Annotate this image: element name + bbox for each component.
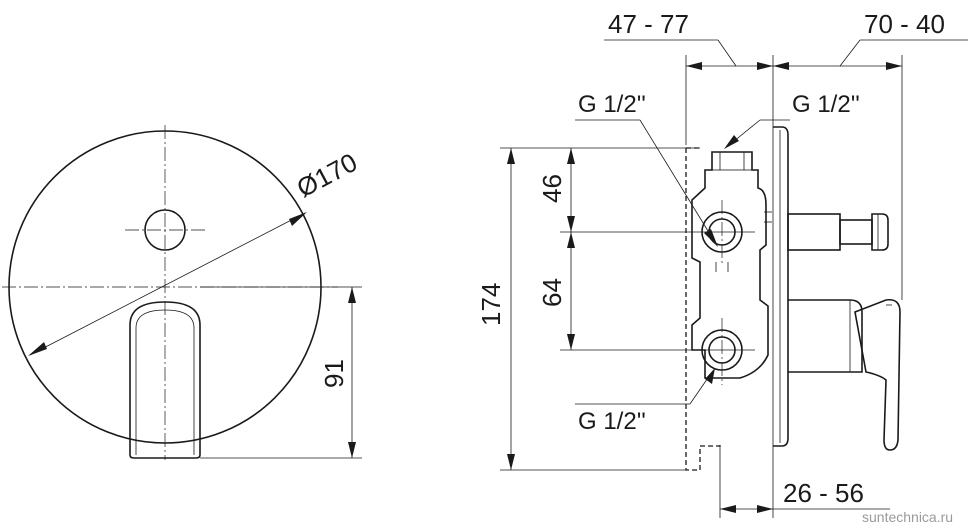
diverter-knob [144,209,186,251]
height-arrow-bottom [348,442,356,458]
valve-body [691,151,772,379]
diameter-arrow-right [289,212,307,226]
front-view: Ø170 91 [2,125,362,460]
height-arrow-top [348,287,356,303]
diameter-dimension-line [29,212,306,356]
depth-label-top-right: 70 - 40 [864,9,945,39]
height-label: 91 [319,359,349,388]
depth-label-top-left: 47 - 77 [608,9,689,39]
wall-box [685,147,721,471]
diameter-arrow-left [28,342,47,356]
diameter-label: Ø170 [292,147,362,203]
thread-label-upper-right: G 1/2'' [792,91,860,118]
upper-height-label: 46 [537,174,567,203]
mixer-lever [129,301,201,459]
thread-label-lower: G 1/2'' [578,408,646,435]
thread-label-upper-left: G 1/2'' [578,91,646,118]
side-view: 47 - 77 70 - 40 174 46 64 G 1/2'' G 1/2'… [476,9,968,518]
mixer-lever-side [788,298,901,451]
total-height-label: 174 [476,283,506,326]
cover-plate-side [773,126,789,447]
lower-height-label: 64 [537,278,567,307]
watermark: suntechnica.ru [862,509,953,525]
depth-label-bottom: 26 - 56 [783,478,864,508]
diverter-spindle [787,213,889,251]
